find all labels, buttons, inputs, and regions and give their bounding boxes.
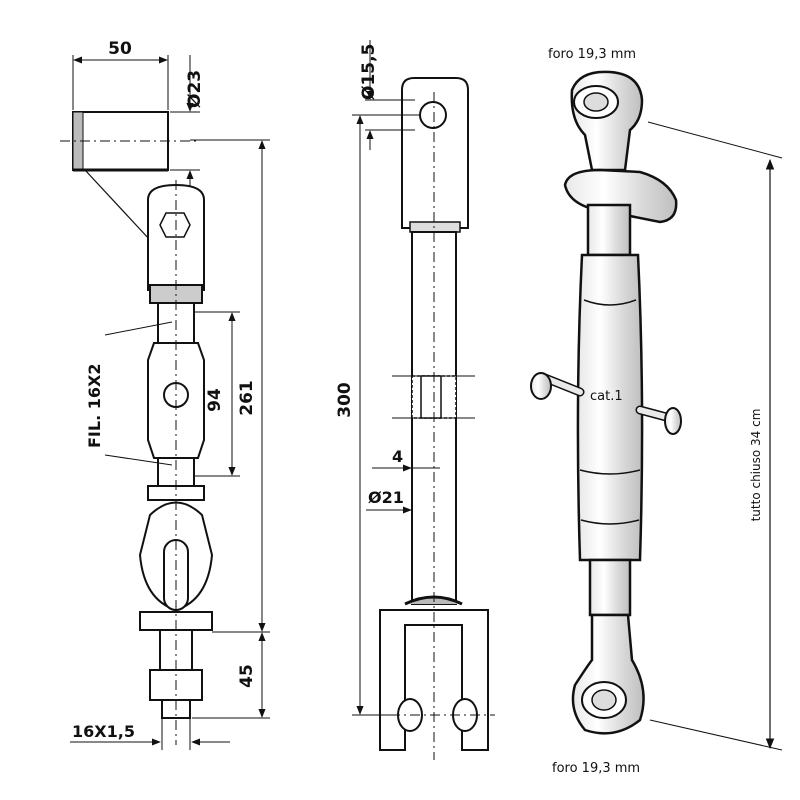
middle-drawing: Ø15,5 300 4 Ø21 (335, 40, 495, 760)
dim-thread-label: FIL. 16X2 (85, 364, 104, 448)
left-drawing: 50 Ø23 FIL. 16X2 (60, 39, 270, 750)
dim-length: 300 (335, 382, 355, 418)
main-body (576, 253, 644, 562)
left-handle-pin (530, 372, 552, 400)
bottom-fork (379, 609, 489, 751)
top-hole-label: foro 19,3 mm (548, 47, 636, 62)
dim-rod-diameter: Ø21 (368, 488, 404, 507)
dim-bottom: 45 (237, 664, 257, 688)
category-label: cat.1 (590, 389, 623, 404)
dim-top-width: 50 (108, 39, 132, 59)
dim-middle: 94 (205, 388, 225, 412)
right-handle-pin (664, 407, 682, 435)
top-ball-joint (570, 70, 644, 172)
overall-length-label: tutto chiuso 34 cm (749, 409, 763, 522)
dim-hole: Ø15,5 (359, 44, 379, 100)
bottom-hole-label: foro 19,3 mm (552, 761, 640, 776)
dim-total: 261 (237, 380, 257, 416)
right-illustration: foro 19,3 mm cat.1 foro 19,3 mm (530, 47, 783, 776)
dim-small: 4 (392, 447, 403, 466)
dim-thread-end: 16X1,5 (72, 722, 135, 741)
dim-top-diameter: Ø23 (185, 70, 205, 108)
